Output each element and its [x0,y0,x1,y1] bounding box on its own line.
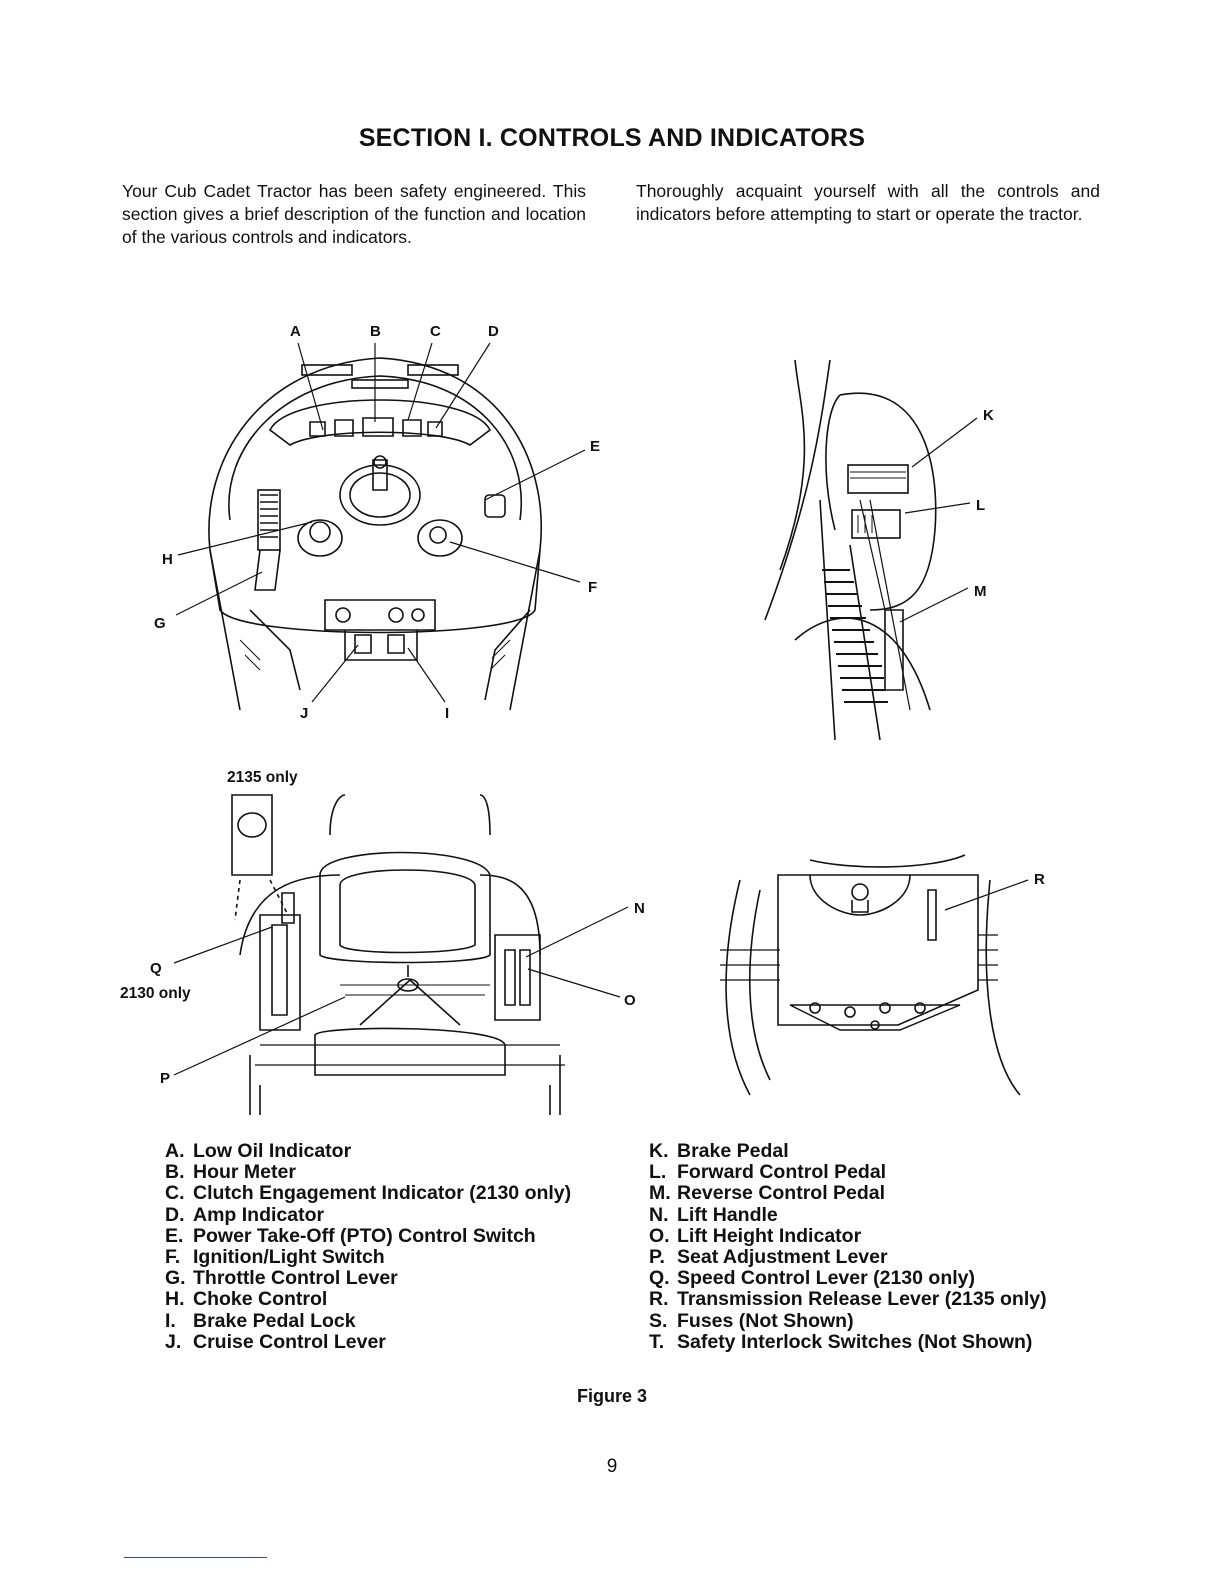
label-f: F [588,579,597,596]
legend-item: O.Lift Height Indicator [649,1224,862,1247]
legend-item: G.Throttle Control Lever [165,1267,398,1290]
legend-item: C.Clutch Engagement Indicator (2130 only… [165,1182,572,1205]
note-2135-only: 2135 only [227,769,298,786]
seat-area-illustration: Q P N O [140,785,650,1120]
page-number: 9 [606,1456,618,1477]
dashboard-illustration: A B C D E F G H I J [140,310,620,730]
legend-item: H.Choke Control [165,1288,328,1311]
legend-item: I.Brake Pedal Lock [165,1309,356,1332]
legend-item: Q.Speed Control Lever (2130 only) [649,1267,975,1290]
label-r: R [1034,871,1045,888]
label-q: Q [150,960,162,977]
label-j: J [300,705,308,722]
legend-item: N.Lift Handle [649,1203,778,1226]
legend-item: S.Fuses (Not Shown) [649,1309,854,1332]
legend-item: P.Seat Adjustment Lever [649,1246,888,1269]
intro-right: Thoroughly acquaint yourself with all th… [636,181,1100,224]
legend-item: J.Cruise Control Lever [165,1330,386,1353]
rear-release-illustration: R [700,840,1070,1110]
label-l: L [976,497,985,514]
legend-item: E.Power Take-Off (PTO) Control Switch [165,1224,536,1247]
label-p: P [160,1070,170,1087]
label-g: G [154,615,166,632]
footer-rule [124,1557,267,1558]
legend-item: T.Safety Interlock Switches (Not Shown) [649,1330,1033,1353]
legend-right: K.Brake Pedal L.Forward Control Pedal M.… [634,1140,1104,1353]
note-2130-only: 2130 only [120,985,191,1002]
section-title: SECTION I. CONTROLS AND INDICATORS [358,124,866,152]
legend-item: B.Hour Meter [165,1161,296,1184]
label-k: K [983,407,994,424]
label-e: E [590,438,600,455]
label-i: I [445,705,449,722]
label-a: A [290,323,301,340]
label-m: M [974,583,987,600]
legend-left: A.Low Oil Indicator B.Hour Meter C.Clutc… [150,1140,590,1353]
legend-item: F.Ignition/Light Switch [165,1246,385,1269]
label-o: O [624,992,636,1009]
legend-item: A.Low Oil Indicator [165,1140,352,1162]
legend-item: L.Forward Control Pedal [649,1161,887,1184]
legend-item: M.Reverse Control Pedal [649,1182,886,1205]
pedals-illustration: K L M [740,350,1020,740]
label-h: H [162,551,173,568]
figure-caption: Figure 3 [576,1386,647,1406]
legend-item: R.Transmission Release Lever (2135 only) [649,1288,1047,1311]
legend-item: K.Brake Pedal [649,1140,789,1162]
label-b: B [370,323,381,340]
label-c: C [430,323,441,340]
intro-left: Your Cub Cadet Tractor has been safety e… [122,181,586,247]
legend-item: D.Amp Indicator [165,1203,325,1226]
label-n: N [634,900,645,917]
label-d: D [488,323,499,340]
